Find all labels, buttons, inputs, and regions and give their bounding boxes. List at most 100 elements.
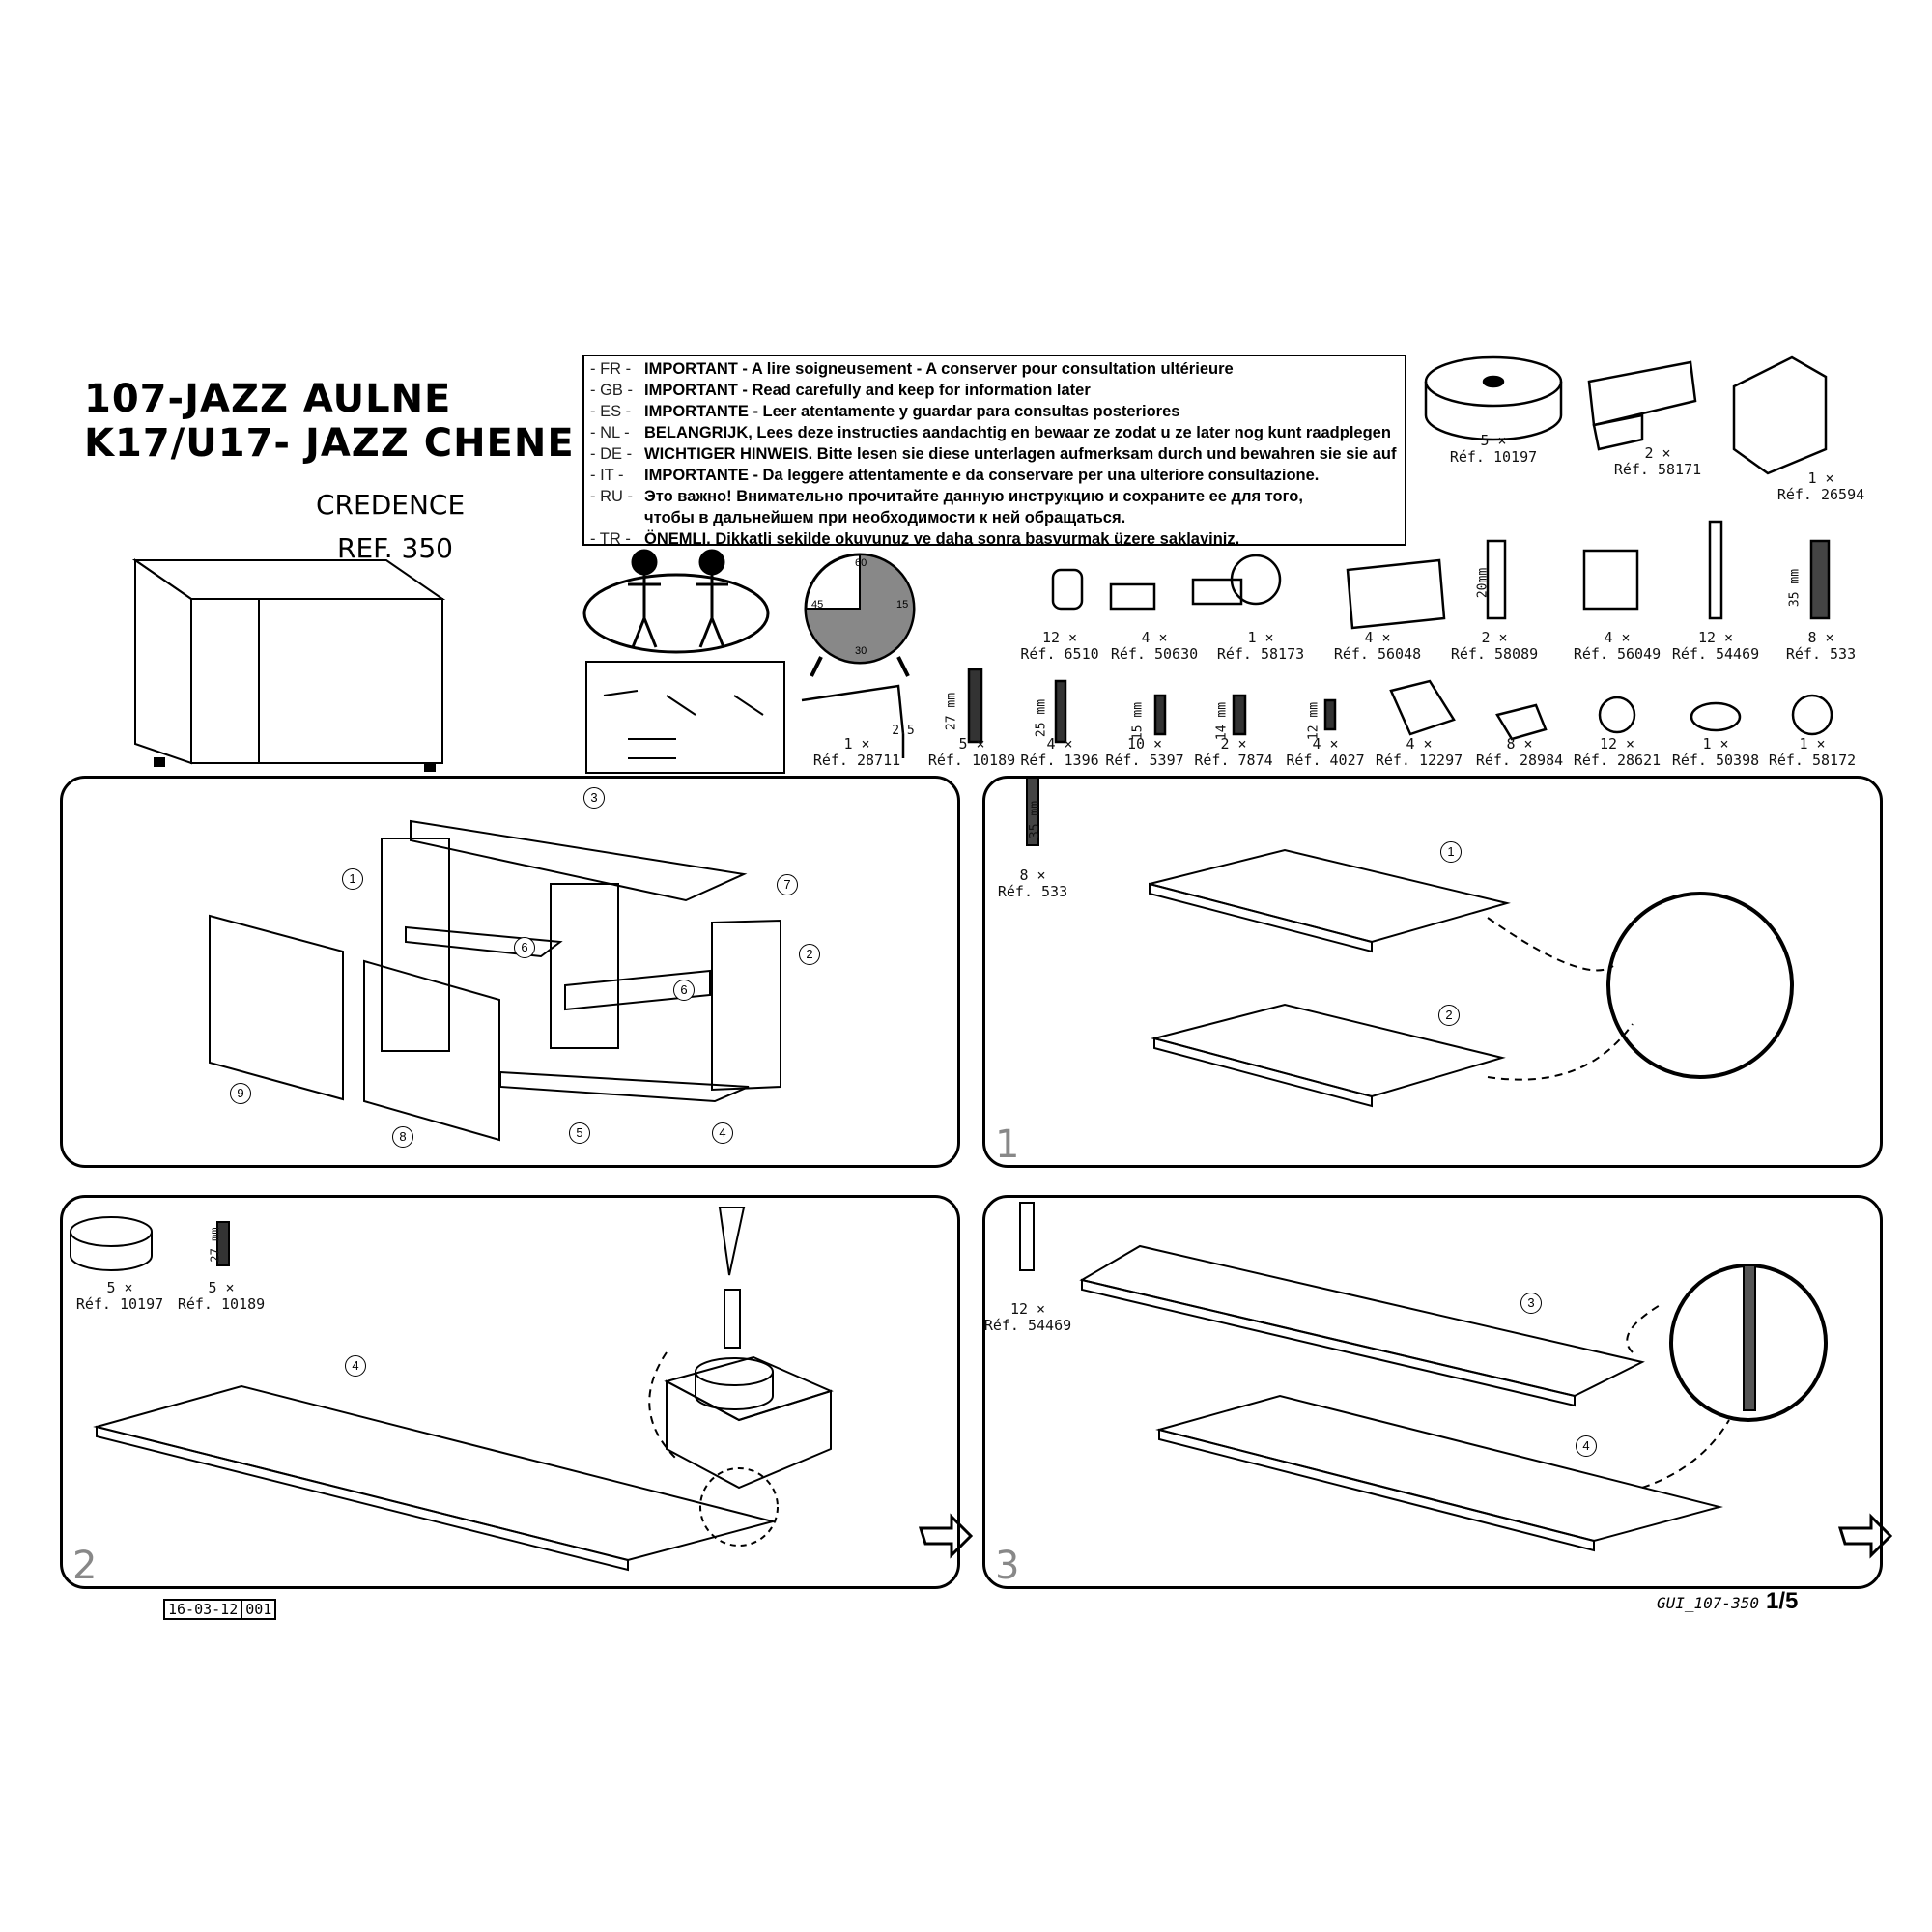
hardware-item: 10 ×Réf. 5397 bbox=[1105, 736, 1183, 769]
exploded-cabinet-drawing bbox=[209, 819, 781, 1142]
hardware-qty: 2 × bbox=[1220, 735, 1247, 753]
notice-tr: - TR -ÖNEMLI, Dikkatli şekilde okuyunuz … bbox=[590, 530, 1240, 546]
hardware-qty: 1 × bbox=[1702, 735, 1729, 753]
hardware-item: 4 ×Réf. 12297 bbox=[1376, 736, 1463, 769]
title-line-1: 107-JAZZ AULNE bbox=[84, 377, 452, 421]
hardware-qty: 2 × bbox=[1644, 444, 1671, 462]
callout-number: 6 bbox=[514, 937, 535, 958]
hardware-ref: Réf. 10197 bbox=[1449, 448, 1538, 466]
callout-number: 2 bbox=[1438, 1005, 1460, 1026]
hardware-item: 2 ×Réf. 7874 bbox=[1194, 736, 1272, 769]
hardware-ref: Réf. 26594 bbox=[1776, 486, 1865, 503]
clock-label-15: 15 bbox=[896, 599, 909, 611]
hardware-size: 27 mm bbox=[944, 692, 959, 731]
step3-top-bottom-drawing bbox=[70, 777, 1828, 1552]
hardware-ref: Réf. 4027 bbox=[1286, 752, 1365, 769]
step2-part-label: 5 ×Réf. 10189 bbox=[177, 1279, 266, 1313]
hardware-ref: Réf. 50398 bbox=[1671, 752, 1760, 769]
hardware-item: 4 ×Réf. 56049 bbox=[1574, 630, 1661, 663]
hardware-qty: 5 × bbox=[958, 735, 985, 753]
hardware-item: 1 ×Réf. 58173 bbox=[1217, 630, 1304, 663]
callout-number: 1 bbox=[1440, 841, 1462, 863]
hardware-qty: 8 × bbox=[1807, 629, 1834, 646]
hardware-glyphs bbox=[801, 355, 1833, 758]
callout-number: 2 bbox=[799, 944, 820, 965]
hardware-ref: Réf. 533 bbox=[1785, 645, 1857, 663]
callout-number: 1 bbox=[342, 868, 363, 890]
hardware-qty: 4 × bbox=[1046, 735, 1073, 753]
date-revision-box: 16-03-12 001 bbox=[163, 1599, 277, 1620]
step3-part-label: 12 ×Réf. 54469 bbox=[983, 1300, 1072, 1334]
step2-part-size: 27 mm bbox=[208, 1227, 222, 1263]
hardware-ref: Réf. 54469 bbox=[1671, 645, 1760, 663]
document-code: GUI_107-350 bbox=[1657, 1594, 1759, 1612]
hardware-qty: 10 × bbox=[1126, 735, 1163, 753]
revision: 001 bbox=[241, 1601, 274, 1618]
hardware-qty: 4 × bbox=[1312, 735, 1339, 753]
page-number: 1/5 bbox=[1766, 1588, 1799, 1614]
overview-panel bbox=[60, 776, 960, 1168]
hardware-item: 8 ×Réf. 28984 bbox=[1476, 736, 1563, 769]
hardware-qty: 1 × bbox=[843, 735, 870, 753]
hardware-size: 2.5 bbox=[892, 724, 915, 738]
hardware-item: 2 ×Réf. 58089 bbox=[1451, 630, 1538, 663]
date: 16-03-12 bbox=[168, 1601, 239, 1618]
hardware-item: 1 ×Réf. 58172 bbox=[1769, 736, 1856, 769]
hardware-qty: 4 × bbox=[1364, 629, 1391, 646]
hardware-item: 5 ×Réf. 10189 bbox=[928, 736, 1015, 769]
hardware-ref: Réf. 58089 bbox=[1450, 645, 1539, 663]
hardware-qty: 12 × bbox=[1599, 735, 1635, 753]
hardware-size: 12 mm bbox=[1306, 701, 1321, 741]
notice-ru: - RU -Это важно! Внимательно прочитайте … bbox=[590, 488, 1303, 505]
notice-ru-cont: чтобы в дальнейшем при необходимости к н… bbox=[644, 509, 1126, 526]
clock-label-60: 60 bbox=[855, 557, 867, 569]
hardware-qty: 2 × bbox=[1481, 629, 1508, 646]
hardware-qty: 8 × bbox=[1506, 735, 1533, 753]
hardware-size: 14 mm bbox=[1214, 701, 1230, 741]
step-1-panel bbox=[982, 776, 1883, 1168]
product-reference: REF. 350 bbox=[337, 532, 453, 564]
hardware-size: 20mm bbox=[1475, 567, 1491, 599]
hardware-qty: 4 × bbox=[1406, 735, 1433, 753]
hardware-ref: Réf. 56049 bbox=[1573, 645, 1662, 663]
clock-label-30: 30 bbox=[855, 645, 867, 657]
clock-label-45: 45 bbox=[811, 599, 824, 611]
hardware-item: 4 ×Réf. 50630 bbox=[1111, 630, 1198, 663]
hardware-ref: Réf. 12297 bbox=[1375, 752, 1463, 769]
callout-number: 9 bbox=[230, 1083, 251, 1104]
callout-number: 3 bbox=[583, 787, 605, 809]
hardware-item: 1 ×Réf. 50398 bbox=[1672, 736, 1759, 769]
callout-number: 4 bbox=[345, 1355, 366, 1377]
notice-gb: - GB -IMPORTANT - Read carefully and kee… bbox=[590, 382, 1091, 399]
hardware-qty: 4 × bbox=[1604, 629, 1631, 646]
hardware-size: 15 mm bbox=[1130, 701, 1146, 741]
step-number: 2 bbox=[72, 1544, 98, 1588]
callout-number: 5 bbox=[569, 1122, 590, 1144]
hardware-ref: Réf. 28621 bbox=[1573, 752, 1662, 769]
hardware-item: 12 ×Réf. 54469 bbox=[1672, 630, 1759, 663]
important-notice: - FR -IMPORTANT - A lire soigneusement -… bbox=[582, 355, 1406, 546]
hardware-qty: 12 × bbox=[1697, 629, 1734, 646]
hardware-item: 8 ×Réf. 533 bbox=[1786, 630, 1856, 663]
notice-nl: - NL -BELANGRIJK, Lees deze instructies … bbox=[590, 424, 1391, 441]
step1-part-size: 35 mm bbox=[1028, 800, 1043, 839]
hardware-qty: 1 × bbox=[1807, 469, 1834, 487]
step-3-panel bbox=[982, 1195, 1883, 1589]
hardware-qty: 12 × bbox=[1041, 629, 1078, 646]
hardware-ref: Réf. 28711 bbox=[812, 752, 901, 769]
hardware-qty: 1 × bbox=[1247, 629, 1274, 646]
hardware-ref: Réf. 6510 bbox=[1020, 645, 1099, 663]
notice-it: - IT -IMPORTANTE - Da leggere attentamen… bbox=[590, 467, 1320, 484]
step-number: 1 bbox=[995, 1122, 1020, 1167]
hardware-ref: Réf. 5397 bbox=[1105, 752, 1184, 769]
hardware-item: 4 ×Réf. 4027 bbox=[1286, 736, 1364, 769]
hardware-ref: Réf. 28984 bbox=[1475, 752, 1564, 769]
hardware-item: 1 ×Réf. 28711 bbox=[813, 736, 900, 769]
hardware-ref: Réf. 56048 bbox=[1333, 645, 1422, 663]
step1-part-label: 8 ×Réf. 533 bbox=[997, 867, 1068, 900]
step1-panels-drawing bbox=[1149, 848, 1794, 1108]
hardware-item: 2 ×Réf. 58171 bbox=[1614, 445, 1701, 478]
hardware-item: 4 ×Réf. 56048 bbox=[1334, 630, 1421, 663]
callout-number: 3 bbox=[1520, 1293, 1542, 1314]
